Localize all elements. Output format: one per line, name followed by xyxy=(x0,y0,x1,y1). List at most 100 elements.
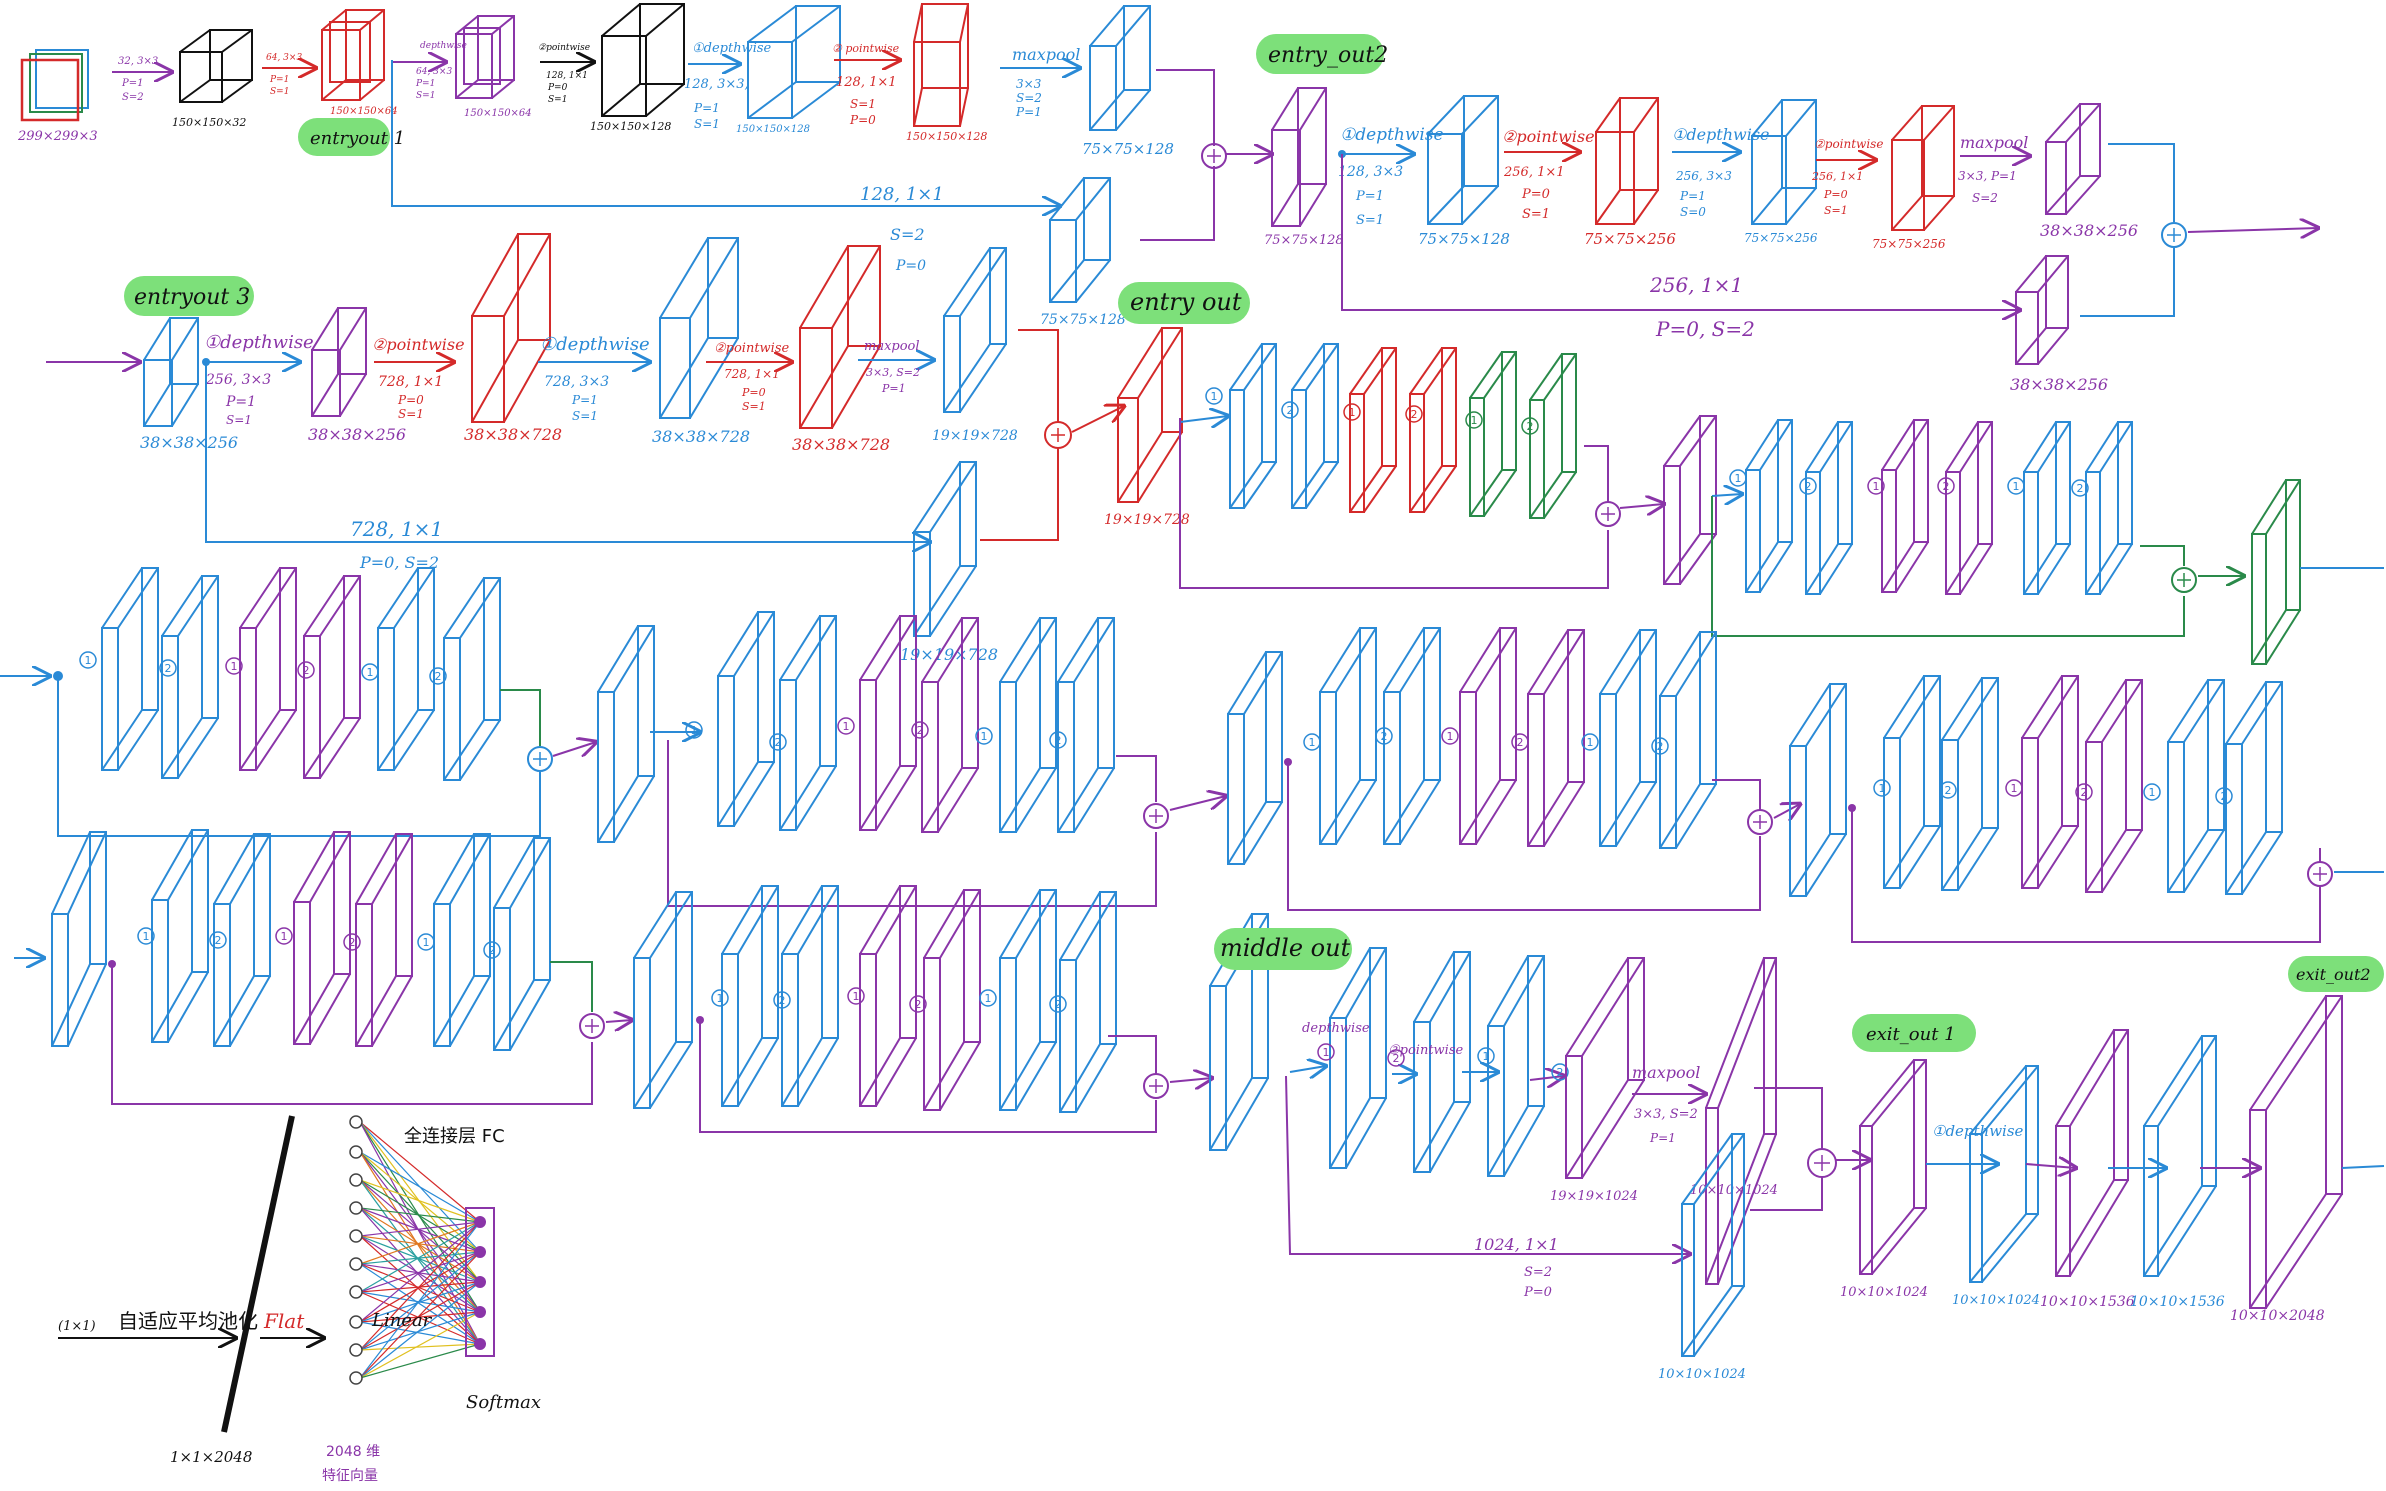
input-image xyxy=(20,49,89,122)
dw-c-s: S=1 xyxy=(1356,213,1384,228)
maxpool2-label: maxpool xyxy=(1960,133,2028,152)
mid-h-slab-5 xyxy=(1059,891,1117,1113)
exit-skip-s: S=2 xyxy=(1524,1265,1552,1280)
pw-d-params: 256, 1×1 xyxy=(1811,170,1863,183)
exit-dw2-label: ①depthwise xyxy=(1932,1122,2024,1140)
mid-b-slab-1 xyxy=(1805,421,1853,595)
exit-size-2048: 10×10×2048 xyxy=(2230,1308,2325,1324)
svg-text:1: 1 xyxy=(2013,480,2020,493)
mid-h-slab-2 xyxy=(859,885,917,1107)
svg-text:1: 1 xyxy=(1879,782,1886,795)
svg-text:2: 2 xyxy=(303,664,310,677)
mid-b-slab-2 xyxy=(1881,419,1929,593)
add-node-3 xyxy=(1044,421,1072,449)
conv1-s-label: S=2 xyxy=(122,92,144,103)
dw-d-label: ①depthwise xyxy=(1672,125,1770,144)
mid-c-step-2: 1 xyxy=(225,657,243,675)
conv2-p-label: P=1 xyxy=(269,75,289,85)
classifier-head: 1×1×2048 (1×1) 自适应平均池化 Flat 全连接层 FC Line… xyxy=(58,1115,541,1484)
entry-out2-block xyxy=(1271,87,1327,227)
size-e2-in: 75×75×128 xyxy=(1264,233,1344,248)
mid-f-step-4: 1 xyxy=(2143,783,2161,801)
tag-exit-out1-text: exit_out 1 xyxy=(1866,1024,1956,1045)
mid-d-step-3: 2 xyxy=(911,721,929,739)
mid-c-slab-3 xyxy=(303,575,361,779)
pw-c-p: P=0 xyxy=(1521,187,1550,202)
svg-text:1: 1 xyxy=(691,724,698,737)
exit-size-1536b: 10×10×1536 xyxy=(2130,1294,2225,1310)
mid-h-step-5: 2 xyxy=(1049,995,1067,1013)
flat-label: Flat xyxy=(263,1309,305,1333)
mid-f-step-1: 2 xyxy=(1939,781,1957,799)
svg-text:1: 1 xyxy=(843,720,850,733)
svg-text:2: 2 xyxy=(1517,736,1524,749)
exit-pre-step-0: 1 xyxy=(1317,1043,1335,1061)
mid-f-slab-2 xyxy=(2021,675,2079,889)
dw-b-s: S=1 xyxy=(694,117,720,131)
row2-size-dw: 38×38×256 xyxy=(308,425,406,444)
pw-b-s: S=1 xyxy=(850,97,876,111)
svg-text:1: 1 xyxy=(231,660,238,673)
size-38x256-skip: 38×38×256 xyxy=(2010,375,2108,394)
exit-pw-label: ②pointwise xyxy=(1388,1043,1464,1058)
row2-input-block xyxy=(143,317,199,427)
mid-c-slab-5 xyxy=(443,577,501,781)
pw-d-label: ②pointwise xyxy=(1814,137,1883,151)
tag-entry-out2-text: entry_out2 xyxy=(1268,43,1388,68)
mid-f-step-2: 1 xyxy=(2005,779,2023,797)
mid-g-slab-5 xyxy=(493,837,551,1051)
dw-a-p: P=1 xyxy=(415,79,435,89)
mid-d-step-1: 2 xyxy=(769,733,787,751)
maxpool-s: S=2 xyxy=(1016,91,1042,105)
svg-text:2: 2 xyxy=(1557,1066,1564,1079)
exit-pre-slab-2 xyxy=(1487,955,1545,1177)
row1-entry-flow: 299×299×3 32, 3×3 P=1 S=2 150×150×32 64,… xyxy=(17,3,2318,394)
row2-dw-label: ①depthwise xyxy=(204,332,314,353)
dw-d-p: P=1 xyxy=(1679,189,1706,203)
svg-text:1: 1 xyxy=(1483,1050,1490,1063)
conv2-output-block xyxy=(321,9,385,101)
tag-entry-out-text: entry out xyxy=(1130,288,1242,316)
conv2-label: 64, 3×3 xyxy=(266,53,302,63)
mid-d-slab-0 xyxy=(717,611,775,827)
mid-c-out xyxy=(597,625,655,843)
row2-pw-params: 728, 1×1 xyxy=(378,374,443,390)
svg-text:2: 2 xyxy=(1657,740,1664,753)
row2-skip-label: 728, 1×1 xyxy=(350,517,443,541)
feat-size-label: 1×1×2048 xyxy=(170,1448,252,1466)
svg-text:1: 1 xyxy=(1873,480,1880,493)
svg-text:1: 1 xyxy=(1309,736,1316,749)
svg-text:1: 1 xyxy=(143,930,150,943)
svg-text:1: 1 xyxy=(1349,406,1356,419)
svg-text:2: 2 xyxy=(1393,1052,1400,1065)
svg-text:1: 1 xyxy=(1735,472,1742,485)
exit-2048-block xyxy=(2249,995,2343,1309)
row2-pw2-block xyxy=(799,245,881,429)
svg-text:1: 1 xyxy=(281,930,288,943)
exit-size-1536a: 10×10×1536 xyxy=(2040,1294,2135,1310)
mid-b-step-4: 1 xyxy=(2007,477,2025,495)
add-node-mid-b xyxy=(2171,567,2197,593)
svg-text:1: 1 xyxy=(1323,1046,1330,1059)
mid-a-slab-1 xyxy=(1291,343,1339,509)
exit-pre-step-2: 1 xyxy=(1477,1047,1495,1065)
size-150x128: 150×150×128 xyxy=(590,120,671,133)
row2-pw-s: S=1 xyxy=(398,407,424,421)
svg-text:2: 2 xyxy=(1055,734,1062,747)
exit-pre-step-1: 2 xyxy=(1387,1049,1405,1067)
mid-f-slab-1 xyxy=(1941,677,1999,891)
middle-flow-add-nodes xyxy=(527,501,2333,1099)
row2-dw-s: S=1 xyxy=(226,413,252,427)
row2-dw-params: 256, 3×3 xyxy=(205,372,271,388)
pw-d-s: S=1 xyxy=(1824,204,1848,217)
add-node-2 xyxy=(2161,222,2187,248)
row2-pw2-label: ②pointwise xyxy=(714,341,790,356)
size-e2-pw: 75×75×256 xyxy=(1584,230,1676,248)
svg-text:2: 2 xyxy=(215,934,222,947)
row2-dw2-label: ①depthwise xyxy=(540,334,650,355)
row2-size-dw2: 38×38×728 xyxy=(652,427,750,446)
pw-b-p: P=0 xyxy=(849,113,876,127)
row2-maxpool-params: 3×3, S=2 xyxy=(866,366,920,379)
mid-c-step-4: 1 xyxy=(361,663,379,681)
mid-c-step-5: 2 xyxy=(429,667,447,685)
